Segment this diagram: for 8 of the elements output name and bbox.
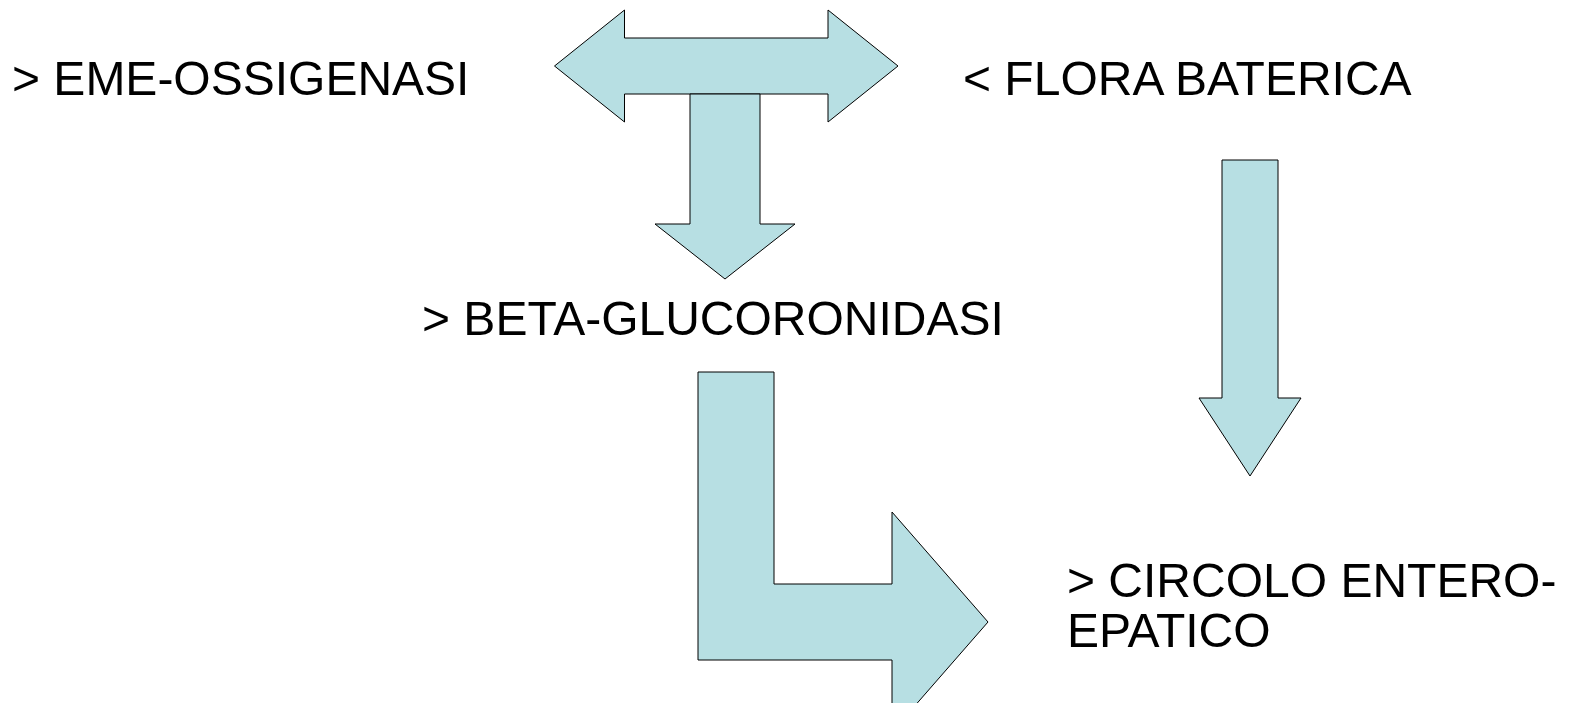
node-label: > EME-OSSIGENASI [12, 54, 470, 104]
block-arrow [1198, 159, 1302, 477]
node-label: > BETA-GLUCORONIDASI [422, 294, 1004, 344]
block-arrow [697, 371, 989, 703]
node-label: < FLORA BATERICA [963, 54, 1412, 104]
block-arrow [654, 93, 796, 280]
block-arrow [554, 9, 899, 123]
node-label: > CIRCOLO ENTERO-EPATICO [1067, 556, 1558, 656]
